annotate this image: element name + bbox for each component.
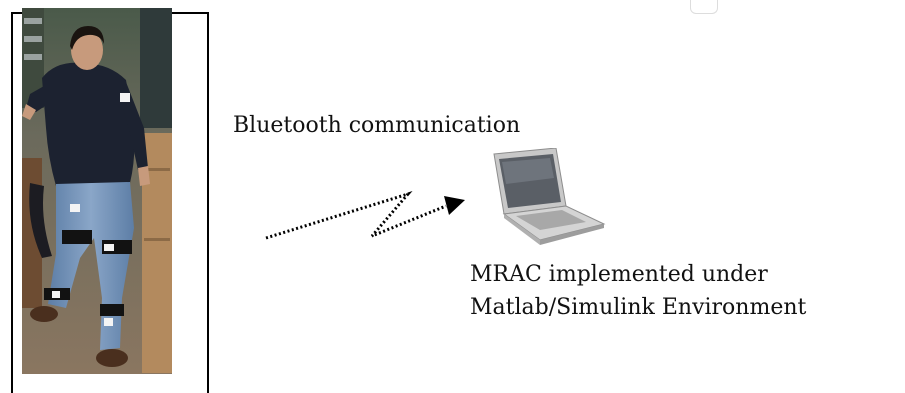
bluetooth-label: Bluetooth communication (233, 113, 521, 138)
computer-caption: MRAC implemented under Matlab/Simulink E… (470, 258, 806, 324)
zigzag-dotted-arrow-icon (265, 191, 447, 240)
wireless-link-arrow (265, 191, 465, 240)
corner-mark (690, 0, 718, 14)
computer-caption-line-1: MRAC implemented under (470, 262, 768, 287)
subject-photo (22, 8, 172, 374)
laptop-icon (493, 148, 606, 245)
computer-caption-line-2: Matlab/Simulink Environment (470, 295, 807, 320)
arrow-head (444, 196, 465, 215)
